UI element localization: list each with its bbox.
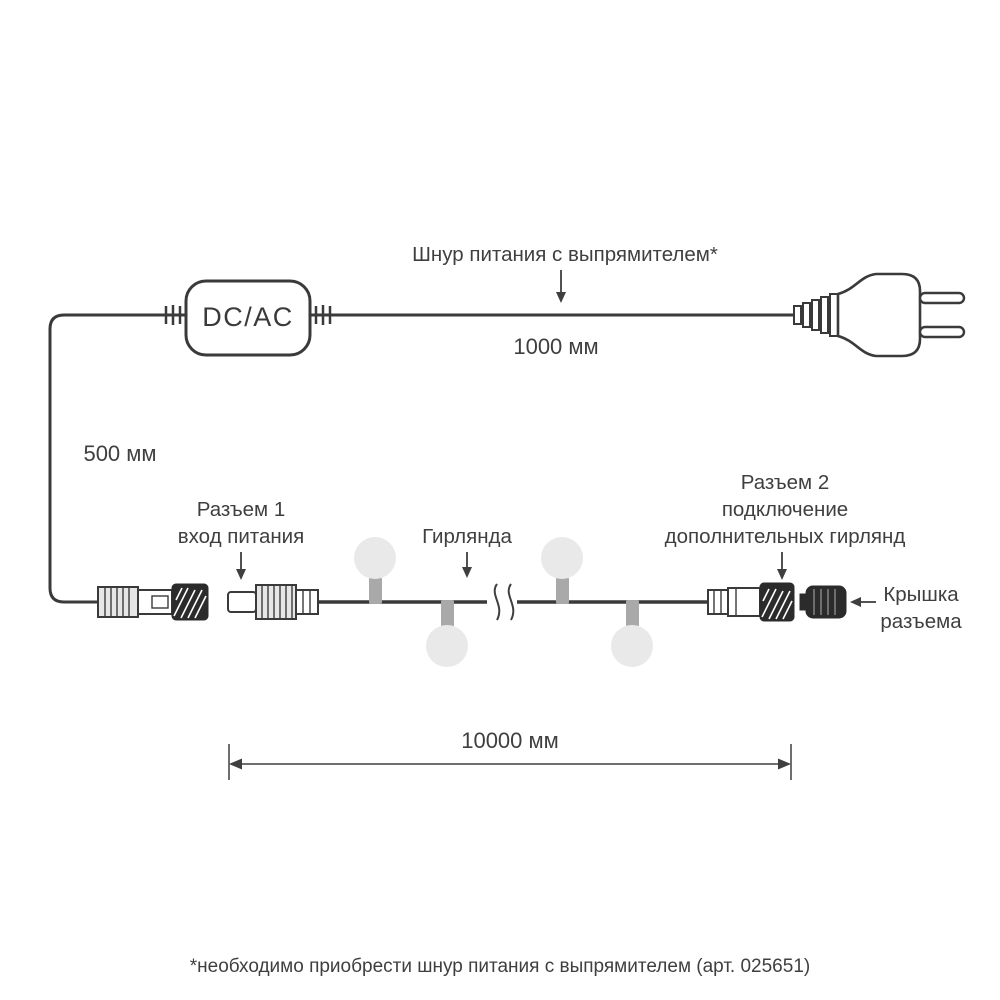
bulb <box>426 625 468 667</box>
bulb-socket <box>556 577 569 604</box>
bulb <box>541 537 583 579</box>
wire-break-symbol <box>487 583 517 621</box>
svg-text:дополнительных гирлянд: дополнительных гирлянд <box>665 525 906 548</box>
power-cord-label: Шнур питания с выпрямителем* <box>412 243 718 266</box>
power-cord-arrow <box>556 270 566 303</box>
connector1-power-cord-end <box>97 583 209 621</box>
garland-length-dimension: 10000 мм <box>228 728 792 780</box>
bulb-socket <box>369 577 382 604</box>
cap-label: Крышка разъема <box>850 583 962 633</box>
svg-text:Крышка: Крышка <box>883 583 959 606</box>
connector2-label: Разъем 2 подключение дополнительных гирл… <box>665 471 906 580</box>
dcac-label: DC/AC <box>202 302 294 332</box>
bulb-socket <box>626 600 639 627</box>
garland-bulbs <box>354 537 653 667</box>
dcac-converter: DC/AC <box>164 279 332 357</box>
garland-input-connector <box>227 584 319 620</box>
garland-label: Гирлянда <box>422 525 513 578</box>
svg-text:разъема: разъема <box>880 610 962 633</box>
connector-cap <box>799 585 847 619</box>
bulb <box>354 537 396 579</box>
power-cord-left-wire <box>48 313 186 604</box>
length-10000-label: 10000 мм <box>461 728 559 753</box>
bulb-socket <box>441 600 454 627</box>
power-plug <box>793 272 966 358</box>
svg-text:вход питания: вход питания <box>178 525 305 548</box>
length-500-label: 500 мм <box>83 441 156 466</box>
connector2-garland-end <box>707 582 795 622</box>
svg-text:Гирлянда: Гирлянда <box>422 525 512 548</box>
bulb <box>611 625 653 667</box>
length-1000-label: 1000 мм <box>513 334 598 359</box>
svg-text:Разъем 1: Разъем 1 <box>197 498 286 521</box>
connector1-label: Разъем 1 вход питания <box>178 498 305 580</box>
svg-text:Разъем 2: Разъем 2 <box>741 471 830 494</box>
svg-text:подключение: подключение <box>722 498 848 521</box>
footnote: *необходимо приобрести шнур питания с вы… <box>190 956 810 977</box>
